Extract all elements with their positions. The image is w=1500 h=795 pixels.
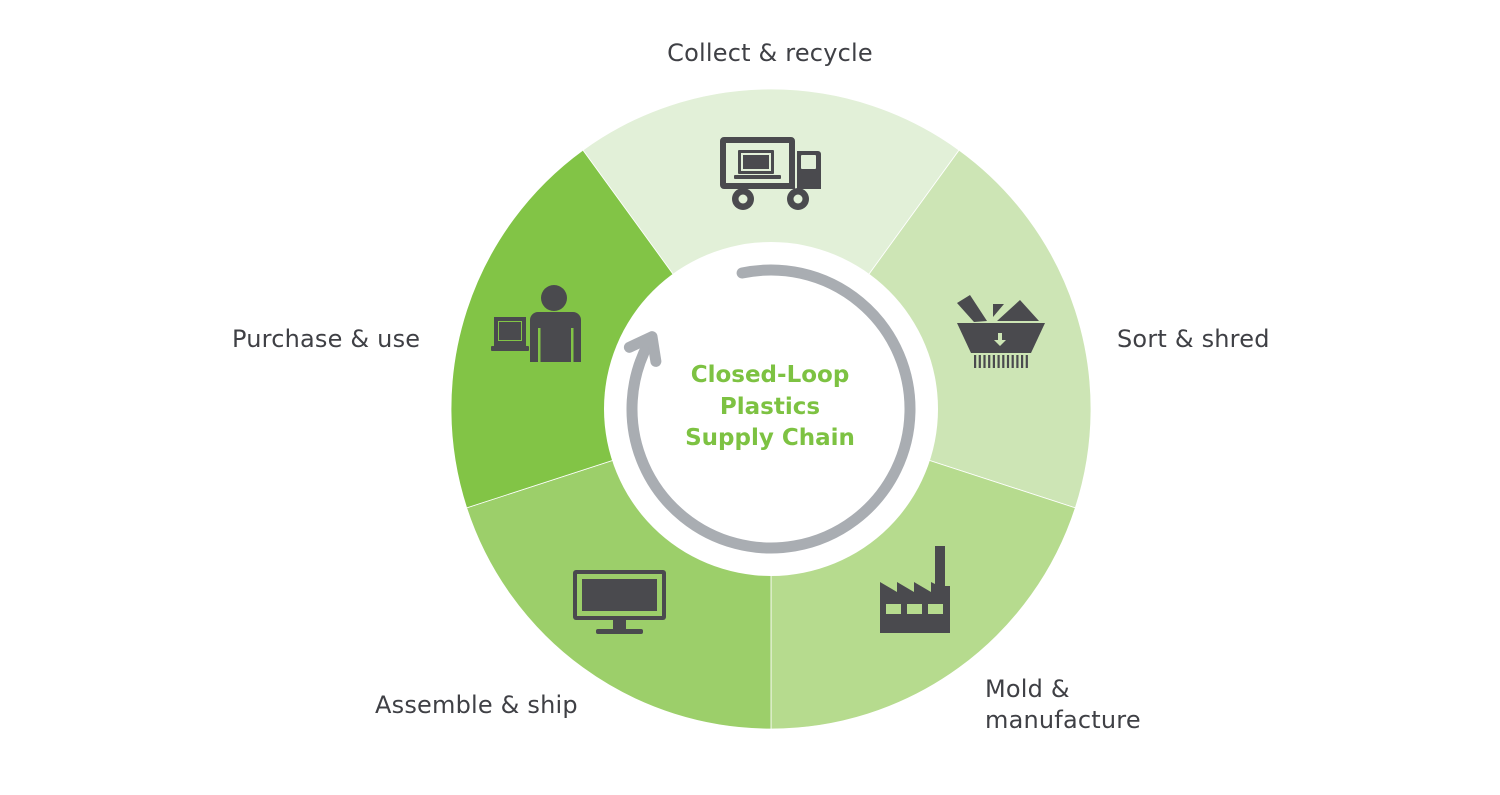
shred-strip xyxy=(988,355,991,368)
person-computer-icon xyxy=(491,285,581,362)
stage-label-sort: Sort & shred xyxy=(1117,325,1270,353)
loop-arrow-icon xyxy=(623,264,916,554)
monitor-icon xyxy=(573,570,666,634)
shred-strip xyxy=(1002,355,1005,368)
diagram-title: Closed-Loop Plastics Supply Chain xyxy=(685,362,855,451)
shred-strip xyxy=(1016,355,1019,368)
stage-label-purchase: Purchase & use xyxy=(232,325,421,353)
loop-arc xyxy=(626,264,916,554)
shred-strip xyxy=(997,355,1000,368)
shred-strip xyxy=(983,355,986,368)
shred-strip xyxy=(1025,355,1028,368)
shred-strip xyxy=(1011,355,1014,368)
shred-strip xyxy=(1021,355,1024,368)
delivery-truck-icon xyxy=(720,137,821,210)
stage-label-collect: Collect & recycle xyxy=(667,39,873,67)
loop-arrowhead xyxy=(623,331,662,367)
factory-icon xyxy=(880,546,950,633)
shred-strip xyxy=(1006,355,1010,368)
shred-strip xyxy=(974,355,977,368)
inner-disc xyxy=(604,242,938,576)
shredder-bin-icon xyxy=(957,295,1045,368)
stage-label-assemble: Assemble & ship xyxy=(375,691,578,719)
shred-strip xyxy=(992,355,995,368)
shred-strip xyxy=(978,355,981,368)
stage-label-mold: Mold & manufacture xyxy=(985,675,1141,734)
